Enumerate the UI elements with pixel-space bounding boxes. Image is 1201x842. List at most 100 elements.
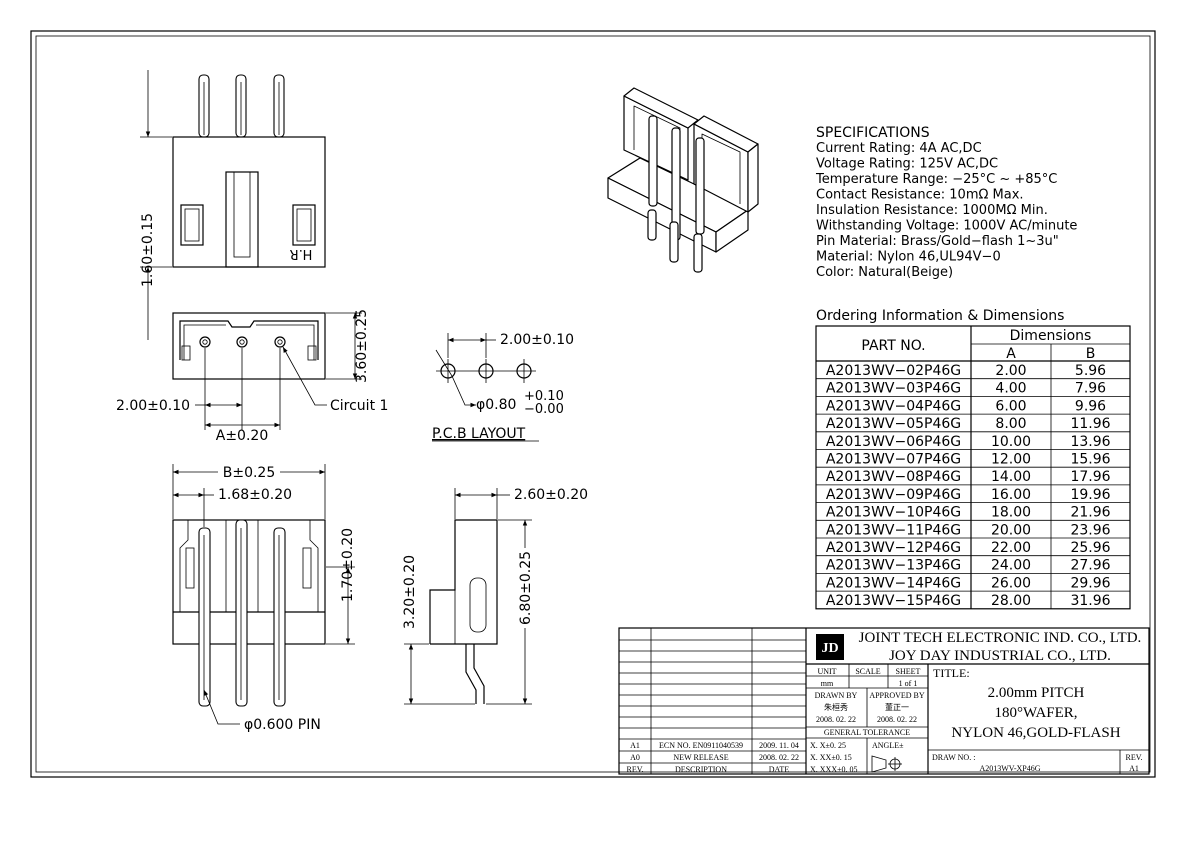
- desc-col-header: DESCRIPTION: [675, 765, 727, 774]
- table-row-a: 8.00: [995, 416, 1026, 432]
- pcb-layout-label: P.C.B LAYOUT: [432, 426, 526, 442]
- specifications: SPECIFICATIONS Current Rating: 4A AC,DCV…: [815, 125, 1077, 280]
- table-row-b: 13.96: [1070, 434, 1110, 450]
- housing-mark-label: H.R: [290, 246, 313, 261]
- projection-symbol-icon: [871, 755, 902, 773]
- dim-side-lower: 3.20±0.20: [402, 555, 418, 629]
- outer-border: [30, 30, 1156, 778]
- sheet-label: SHEET: [896, 667, 921, 676]
- front-pin-2: [236, 336, 248, 348]
- table-row-a: 20.00: [991, 522, 1031, 538]
- table-row-a: 4.00: [995, 381, 1026, 397]
- tolerance-2: X. XX±0. 15: [810, 753, 852, 762]
- draw-no-value: A2013WV-XP46G: [979, 764, 1040, 773]
- table-row-part: A2013WV−11P46G: [826, 522, 961, 538]
- dim-depth: 3.60±0.25: [354, 309, 370, 383]
- table-row-part: A2013WV−15P46G: [826, 593, 961, 609]
- company-name-2: JOY DAY INDUSTRIAL CO., LTD.: [889, 648, 1111, 664]
- pcb-tol-plus: +0.10: [524, 389, 564, 404]
- table-row-part: A2013WV−02P46G: [826, 363, 961, 379]
- company-logo: [816, 634, 844, 660]
- table-row-a: 22.00: [991, 540, 1031, 556]
- title-line-2: 180°WAFER,: [994, 705, 1077, 721]
- front-view-housing: [172, 312, 326, 380]
- table-row-part: A2013WV−08P46G: [826, 469, 961, 485]
- rev-row1-rev: A1: [630, 741, 640, 750]
- table-row-part: A2013WV−03P46G: [826, 381, 961, 397]
- spec-line: Insulation Resistance: 1000MΩ Min.: [816, 203, 1048, 218]
- angle-label: ANGLE±: [872, 741, 904, 750]
- approved-by-name: 董正一: [885, 702, 909, 712]
- table-row-b: 31.96: [1070, 593, 1110, 609]
- rev-row2-date: 2008. 02. 22: [759, 753, 799, 762]
- svg-text:3.20±0.20: 3.20±0.20: [402, 555, 418, 629]
- title-line-3: NYLON 46,GOLD-FLASH: [951, 725, 1120, 741]
- title-label: TITLE:: [933, 666, 970, 680]
- table-row-part: A2013WV−07P46G: [826, 452, 961, 468]
- pcb-layout: 2.00±0.10 φ0.80 +0.10 −0.00 P.C.B LAYOUT: [432, 332, 574, 442]
- general-tolerance-label: GENERAL TOLERANCE: [824, 728, 910, 737]
- dim-height-top: 1.60±0.15: [140, 213, 156, 287]
- col-part-no: PART NO.: [861, 338, 925, 354]
- table-row-a: 10.00: [991, 434, 1031, 450]
- svg-text:1.60±0.15: 1.60±0.15: [140, 213, 156, 287]
- pin-diameter-label: φ0.600 PIN: [244, 717, 321, 733]
- ordering-table: Ordering Information & Dimensions PART N…: [815, 308, 1131, 610]
- dim-offset: 1.68±0.20: [218, 487, 292, 503]
- draw-no-label: DRAW NO. :: [932, 753, 975, 762]
- company-logo-text: JD: [821, 641, 838, 656]
- circuit-1-label: Circuit 1: [330, 398, 388, 414]
- spec-line: Withstanding Voltage: 1000V AC/minute: [816, 219, 1077, 234]
- table-row-a: 14.00: [991, 469, 1031, 485]
- table-row-b: 23.96: [1070, 522, 1110, 538]
- side-view-body: [429, 519, 498, 645]
- table-row-b: 17.96: [1070, 469, 1110, 485]
- table-row-part: A2013WV−04P46G: [826, 398, 961, 414]
- spec-line: Temperature Range: −25°C ~ +85°C: [815, 172, 1057, 187]
- spec-line: Contact Resistance: 10mΩ Max.: [816, 188, 1024, 203]
- svg-text:1.70±0.20: 1.70±0.20: [340, 528, 356, 602]
- dim-pin-length: 1.70±0.20: [340, 528, 356, 602]
- front-view: 3.60±0.25 2.00±0.10 A±0.20 Circuit 1: [116, 309, 388, 444]
- col-dimensions: Dimensions: [1010, 328, 1092, 344]
- bottom-view: B±0.25 1.68±0.20 1.70±0.20 φ0.600 PIN: [172, 463, 356, 733]
- dim-pitch: 2.00±0.10: [116, 398, 190, 414]
- spec-line: Current Rating: 4A AC,DC: [816, 141, 982, 156]
- pcb-pitch: 2.00±0.10: [500, 332, 574, 348]
- rev-row2-rev: A0: [630, 753, 640, 762]
- table-row-b: 21.96: [1070, 505, 1110, 521]
- table-row-a: 18.00: [991, 505, 1031, 521]
- pcb-hole-dia: φ0.80: [476, 397, 516, 413]
- spec-heading: SPECIFICATIONS: [816, 125, 930, 141]
- top-view: H.R 1.60±0.15: [140, 70, 326, 340]
- ordering-heading: Ordering Information & Dimensions: [816, 308, 1064, 324]
- tolerance-3: X. XXX±0. 05: [810, 765, 858, 774]
- rev-col-header: REV.: [627, 765, 644, 774]
- unit-value: mm: [821, 679, 834, 688]
- table-row-b: 19.96: [1070, 487, 1110, 503]
- title-block: A1 ECN NO. EN0911040539 2009. 11. 04 A0 …: [618, 627, 1150, 775]
- scale-label: SCALE: [855, 667, 880, 676]
- spec-line: Pin Material: Brass/Gold−flash 1~3u": [816, 234, 1059, 249]
- table-row-b: 9.96: [1075, 398, 1106, 414]
- tolerance-1: X. X±0. 25: [810, 741, 846, 750]
- sheet-value: 1 of 1: [899, 679, 918, 688]
- spec-line: Voltage Rating: 125V AC,DC: [816, 157, 998, 172]
- unit-label: UNIT: [817, 667, 836, 676]
- spec-line: Color: Natural(Beige): [816, 265, 953, 280]
- table-row-part: A2013WV−10P46G: [826, 505, 961, 521]
- table-row-b: 15.96: [1070, 452, 1110, 468]
- table-row-b: 27.96: [1070, 558, 1110, 574]
- dim-b: B±0.25: [223, 465, 276, 481]
- drawn-by-label: DRAWN BY: [815, 691, 858, 700]
- table-row-b: 7.96: [1075, 381, 1106, 397]
- svg-text:H.R: H.R: [290, 246, 313, 261]
- front-pin-1: [199, 336, 211, 348]
- side-view: 2.60±0.20 3.20±0.20 6.80±0.25: [402, 487, 588, 705]
- table-row-a: 16.00: [991, 487, 1031, 503]
- drawn-date: 2008. 02. 22: [816, 715, 856, 724]
- rev-label: REV.: [1126, 753, 1143, 762]
- table-row-a: 6.00: [995, 398, 1026, 414]
- dim-side-height: 6.80±0.25: [518, 551, 534, 625]
- table-row-part: A2013WV−09P46G: [826, 487, 961, 503]
